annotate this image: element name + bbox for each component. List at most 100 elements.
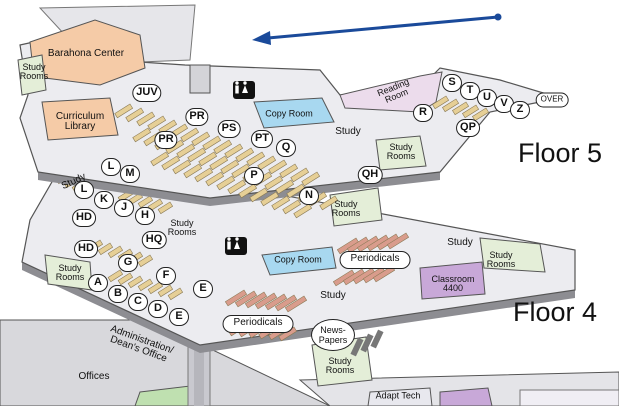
periodical-shelf xyxy=(274,294,298,312)
periodical-shelf xyxy=(284,295,308,313)
bookshelf xyxy=(172,159,192,175)
bookshelf xyxy=(227,179,247,195)
bookshelf xyxy=(238,183,258,199)
call-number-badge: PR xyxy=(185,108,209,126)
bookshelf xyxy=(107,269,124,283)
floor-4-title: Floor 4 xyxy=(513,297,598,327)
call-number-badge: JUV xyxy=(132,84,162,102)
bookshelf xyxy=(136,111,156,127)
call-number-badge: F xyxy=(156,267,176,285)
bookshelf xyxy=(167,287,184,301)
bookshelf xyxy=(137,195,154,209)
bookshelf xyxy=(264,175,284,191)
bookshelf xyxy=(157,284,174,298)
call-number-badge: Q xyxy=(276,139,296,157)
bookshelf xyxy=(127,275,144,289)
call-number-badge: Z xyxy=(510,101,530,119)
call-number-badge: K xyxy=(94,191,114,209)
bookshelf xyxy=(293,203,313,219)
periodical-shelf xyxy=(254,292,278,310)
bookshelf xyxy=(432,95,450,110)
bookshelf xyxy=(275,179,295,195)
bookshelf xyxy=(117,272,134,286)
bookshelf xyxy=(319,195,339,211)
bookshelf xyxy=(301,171,321,187)
bookshelf xyxy=(271,195,291,211)
call-number-badge: PR xyxy=(154,131,178,149)
bookshelf xyxy=(442,98,460,113)
study-rooms-label: Study Rooms xyxy=(55,263,85,282)
adapt-tech-label: Adapt Tech xyxy=(375,390,421,401)
call-number-badge: PS xyxy=(217,120,241,138)
bookshelf xyxy=(198,151,218,167)
bookshelf xyxy=(187,147,207,163)
bookshelf xyxy=(194,167,214,183)
call-number-badge: B xyxy=(108,285,128,303)
bookshelf xyxy=(150,151,170,167)
bookshelf xyxy=(290,167,310,183)
bookshelf xyxy=(279,163,299,179)
floor-3-plate xyxy=(0,319,619,406)
curriculum-library-label: Curriculum Library xyxy=(55,111,105,132)
call-number-badge: N xyxy=(299,187,319,205)
call-number-badge: QP xyxy=(456,119,480,137)
call-number-badge: E xyxy=(169,308,189,326)
study-room-label: Study Rooms xyxy=(167,218,197,237)
call-number-badge: L xyxy=(74,181,94,199)
bookshelf xyxy=(224,143,244,159)
newspapers-text: News- Papers xyxy=(318,325,348,345)
restroom-icon xyxy=(233,81,255,99)
direction-arrow xyxy=(252,13,502,45)
bookshelf xyxy=(452,101,470,116)
call-number-badge: D xyxy=(148,300,168,318)
periodical-shelf xyxy=(244,291,268,309)
call-number-badge: G xyxy=(118,254,138,272)
bookshelf xyxy=(205,171,225,187)
periodical-shelf xyxy=(234,290,258,308)
study-rooms-label: Study Rooms xyxy=(19,62,49,81)
periodicals-label: Periodicals xyxy=(339,251,411,269)
bookshelf xyxy=(147,115,167,131)
bookshelf xyxy=(249,187,269,203)
study-rooms-label: Study Rooms xyxy=(486,250,516,269)
bookshelf xyxy=(282,199,302,215)
bookshelf xyxy=(183,163,203,179)
bookshelf xyxy=(268,159,288,175)
call-number-badge: R xyxy=(413,104,433,122)
bookshelf xyxy=(191,131,211,147)
call-number-badge: J xyxy=(114,199,134,217)
call-number-badge: A xyxy=(88,274,108,292)
call-number-badge: HQ xyxy=(141,231,167,249)
study-area-label: Study xyxy=(320,290,346,301)
bookshelf xyxy=(216,175,236,191)
periodical-shelf xyxy=(264,293,288,311)
study-area-label: Study xyxy=(335,126,361,137)
call-number-badge: HD xyxy=(74,240,98,258)
bookshelf xyxy=(231,163,251,179)
bookshelf xyxy=(260,191,280,207)
newspapers-label: News- Papers xyxy=(311,319,355,351)
bookshelf xyxy=(235,147,255,163)
study-area-label: Study xyxy=(447,237,473,248)
floor-5-title: Floor 5 xyxy=(518,138,603,168)
bookshelf xyxy=(132,127,152,143)
periodical-shelf xyxy=(386,232,410,250)
bookshelf xyxy=(107,245,124,259)
call-number-badge: H xyxy=(135,207,155,225)
bookshelf xyxy=(180,127,200,143)
bookshelf xyxy=(202,135,222,151)
bookshelf xyxy=(220,159,240,175)
bookshelf xyxy=(97,242,114,256)
bookshelf xyxy=(176,143,196,159)
call-number-badge: M xyxy=(120,165,140,183)
bookshelf xyxy=(209,155,229,171)
bookshelf xyxy=(472,107,490,122)
floor-5-plate xyxy=(17,4,561,227)
bookshelf xyxy=(137,254,154,268)
study-rooms-label: Study Rooms xyxy=(386,142,416,161)
periodical-shelf xyxy=(224,289,248,307)
offices-label: Offices xyxy=(78,371,110,382)
bookshelf xyxy=(246,151,266,167)
